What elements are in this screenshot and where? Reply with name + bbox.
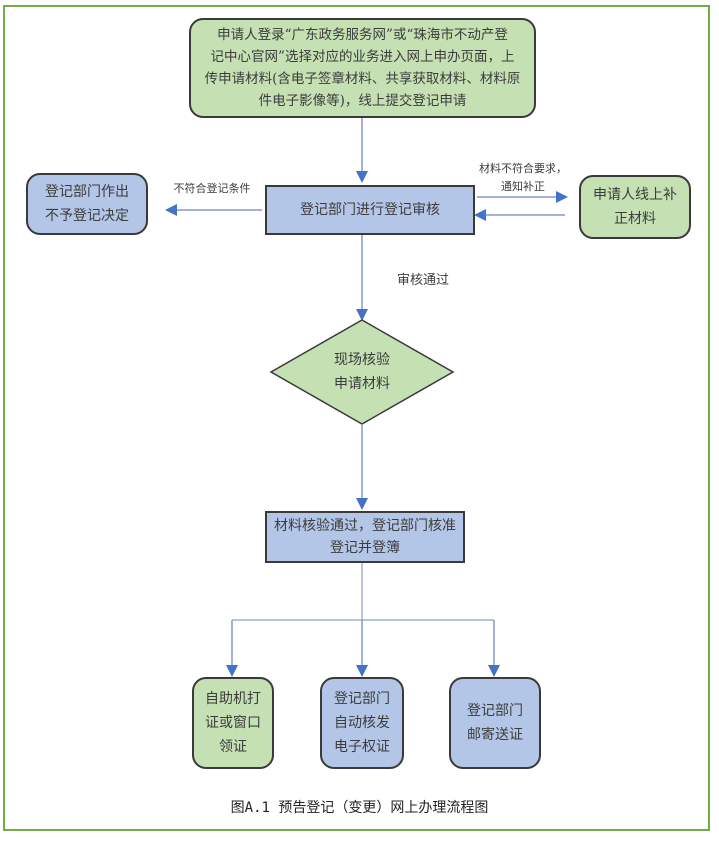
approve-line-1: 材料核验通过，登记部门核准 bbox=[274, 518, 456, 534]
node-review: 登记部门进行登记审核 bbox=[265, 185, 475, 235]
label-not-eligible: 不符合登记条件 bbox=[173, 182, 251, 195]
verify-line-2: 申请材料 bbox=[334, 376, 390, 392]
label-materials-invalid-2: 通知补正 bbox=[501, 180, 545, 193]
figure-caption: 图A.1 预告登记（变更）网上办理流程图 bbox=[230, 800, 489, 816]
out2-line-3: 电子权证 bbox=[334, 739, 390, 755]
supplement-line-1: 申请人线上补 bbox=[593, 187, 677, 203]
node-supplement: 申请人线上补 正材料 bbox=[579, 175, 691, 239]
start-line-4: 件电子影像等)，线上提交登记申请 bbox=[258, 93, 467, 109]
node-approve: 材料核验通过，登记部门核准 登记并登簿 bbox=[265, 511, 465, 563]
verify-line-1: 现场核验 bbox=[334, 352, 390, 368]
figure-frame bbox=[3, 5, 710, 831]
node-output-e-certificate: 登记部门 自动核发 电子权证 bbox=[320, 677, 404, 769]
start-line-3: 传申请材料(含电子签章材料、共享获取材料、材料原 bbox=[204, 71, 521, 87]
start-line-1: 申请人登录“广东政务服务网”或“珠海市不动产登 bbox=[217, 27, 508, 43]
start-line-2: 记中心官网”选择对应的业务进入网上申办页面，上 bbox=[210, 49, 515, 65]
out3-line-2: 邮寄送证 bbox=[467, 727, 523, 743]
node-reject: 登记部门作出 不予登记决定 bbox=[26, 173, 148, 235]
out2-line-1: 登记部门 bbox=[334, 691, 390, 707]
node-output-self-service: 自助机打 证或窗口 领证 bbox=[192, 677, 274, 769]
review-text: 登记部门进行登记审核 bbox=[300, 202, 440, 218]
out2-line-2: 自动核发 bbox=[334, 715, 390, 731]
reject-line-1: 登记部门作出 bbox=[45, 184, 129, 200]
out3-line-1: 登记部门 bbox=[467, 703, 523, 719]
out1-line-2: 证或窗口 bbox=[205, 715, 261, 731]
approve-line-2: 登记并登簿 bbox=[330, 540, 400, 556]
node-output-mail: 登记部门 邮寄送证 bbox=[449, 677, 541, 769]
reject-line-2: 不予登记决定 bbox=[45, 208, 129, 224]
out1-line-1: 自助机打 bbox=[205, 691, 261, 707]
label-review-passed: 审核通过 bbox=[396, 273, 449, 288]
supplement-line-2: 正材料 bbox=[614, 211, 656, 227]
node-start: 申请人登录“广东政务服务网”或“珠海市不动产登 记中心官网”选择对应的业务进入网… bbox=[189, 18, 536, 118]
out1-line-3: 领证 bbox=[219, 739, 247, 755]
verify-diamond bbox=[269, 319, 455, 425]
label-materials-invalid-1: 材料不符合要求， bbox=[479, 162, 567, 175]
node-verify: 现场核验 申请材料 bbox=[312, 348, 412, 396]
